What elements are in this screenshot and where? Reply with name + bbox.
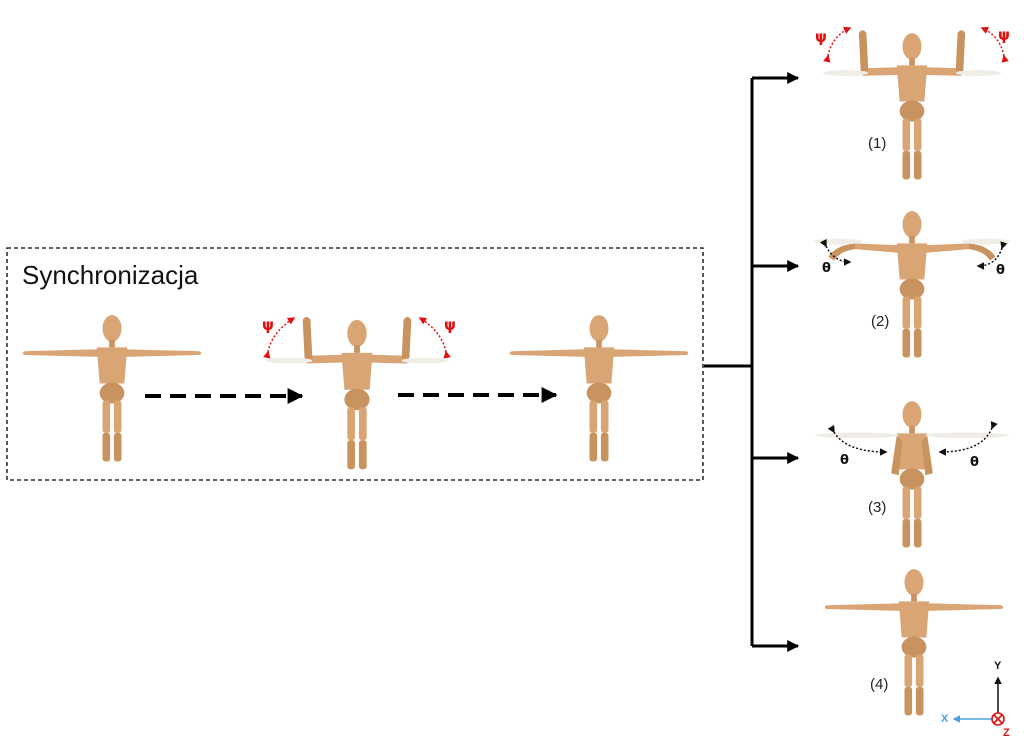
mannequin-sync-tpose-end bbox=[509, 315, 689, 462]
mannequin-sync-psi-raised bbox=[265, 316, 449, 470]
axis-x-label: X bbox=[941, 713, 949, 725]
branch-connector bbox=[704, 72, 800, 652]
mannequin-pose-2 bbox=[813, 211, 1011, 358]
mannequin-pose-3 bbox=[815, 401, 1009, 548]
mannequin-pose-1 bbox=[822, 30, 1002, 180]
sync-box-title: Synchronizacja bbox=[22, 260, 199, 290]
psi-curve-pose1-right bbox=[980, 27, 1009, 63]
axis-z-label: Z bbox=[1003, 727, 1010, 739]
mannequin-sync-tpose-start bbox=[22, 315, 202, 462]
pose-label-1: (1) bbox=[868, 135, 887, 152]
psi-label-pose1-right: ψ bbox=[998, 26, 1010, 44]
theta-label-pose2-right: θ bbox=[996, 263, 1005, 278]
theta-curve-pose3-left bbox=[827, 424, 888, 456]
axis-z-into-page-icon bbox=[991, 712, 1005, 726]
axis-y-label: Y bbox=[994, 660, 1002, 672]
psi-label-sync-right: ψ bbox=[444, 316, 456, 334]
theta-label-pose2-left: θ bbox=[822, 261, 831, 276]
theta-label-pose3-left: θ bbox=[840, 453, 849, 468]
psi-label-sync-left: ψ bbox=[262, 316, 274, 334]
axis-triad bbox=[952, 676, 1005, 726]
psi-curve-pose1-left bbox=[823, 27, 852, 63]
sync-box-frame bbox=[6, 247, 704, 481]
theta-label-pose3-right: θ bbox=[970, 455, 979, 470]
mannequin-pose-4 bbox=[824, 569, 1004, 716]
theta-curve-pose3-right bbox=[938, 421, 998, 456]
psi-curve-sync-right bbox=[418, 317, 451, 359]
theta-curve-pose2-right bbox=[976, 241, 1008, 270]
pose-label-3: (3) bbox=[868, 499, 887, 516]
pose-label-4: (4) bbox=[870, 676, 889, 693]
pose-label-2: (2) bbox=[871, 313, 890, 330]
psi-curve-sync-left bbox=[263, 317, 296, 359]
psi-label-pose1-left: ψ bbox=[815, 28, 827, 46]
